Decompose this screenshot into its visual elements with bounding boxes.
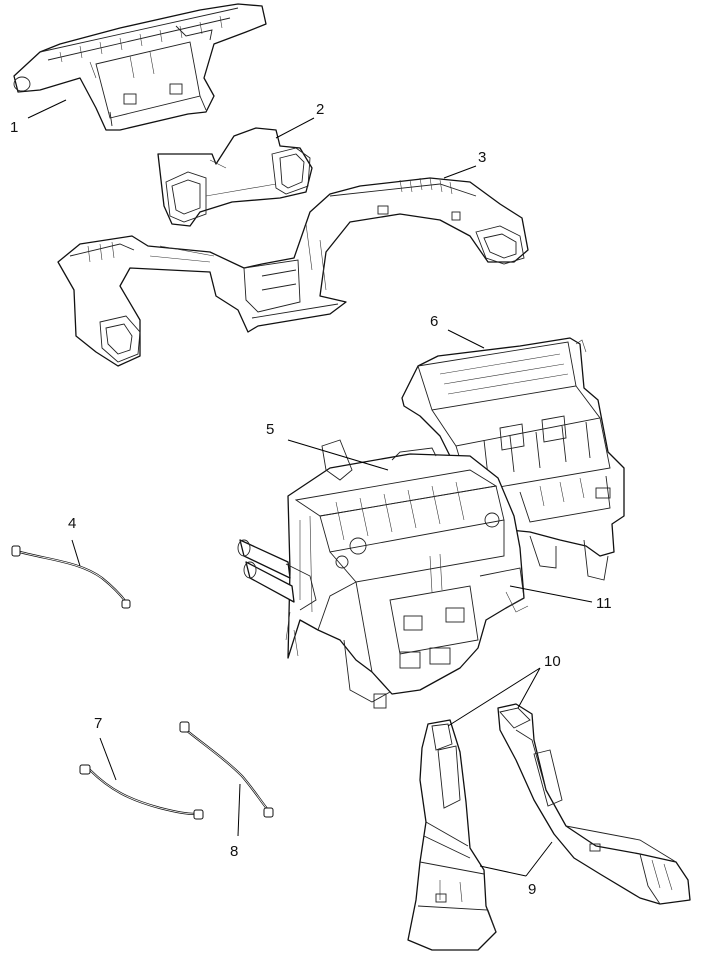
leader-8 <box>237 783 241 837</box>
leader-9 <box>479 841 553 877</box>
leader-1 <box>27 99 67 119</box>
callout-9: 9 <box>528 881 536 898</box>
leader-5 <box>287 439 389 471</box>
callout-11: 11 <box>596 595 612 612</box>
part-7-wire-harness <box>79 764 204 820</box>
leader-11 <box>509 585 593 603</box>
leader-10 <box>447 667 541 727</box>
leader-3 <box>443 165 477 179</box>
leader-2 <box>275 117 315 139</box>
part-4-wire-harness <box>11 545 131 609</box>
part-9-rear-duct-right <box>497 703 691 905</box>
callout-1: 1 <box>10 119 18 136</box>
callout-7: 7 <box>94 715 102 732</box>
part-5-heater-case <box>237 439 529 709</box>
part-3-distribution-duct <box>57 177 529 367</box>
part-2-center-duct <box>157 127 313 227</box>
part-9-rear-duct-left <box>407 719 497 951</box>
callout-2: 2 <box>316 101 324 118</box>
callout-6: 6 <box>430 313 438 330</box>
callout-5: 5 <box>266 421 274 438</box>
callout-labels: 1 2 3 4 5 6 7 8 9 10 11 <box>10 101 612 898</box>
part-1-defroster-duct <box>13 3 267 131</box>
callout-10: 10 <box>544 653 561 670</box>
leader-4 <box>71 539 81 567</box>
leader-lines <box>27 99 593 877</box>
callout-3: 3 <box>478 149 486 166</box>
leader-7 <box>99 737 117 781</box>
leader-6 <box>447 329 485 349</box>
part-8-wire-harness <box>179 721 274 818</box>
callout-4: 4 <box>68 515 76 532</box>
callout-8: 8 <box>230 843 238 860</box>
